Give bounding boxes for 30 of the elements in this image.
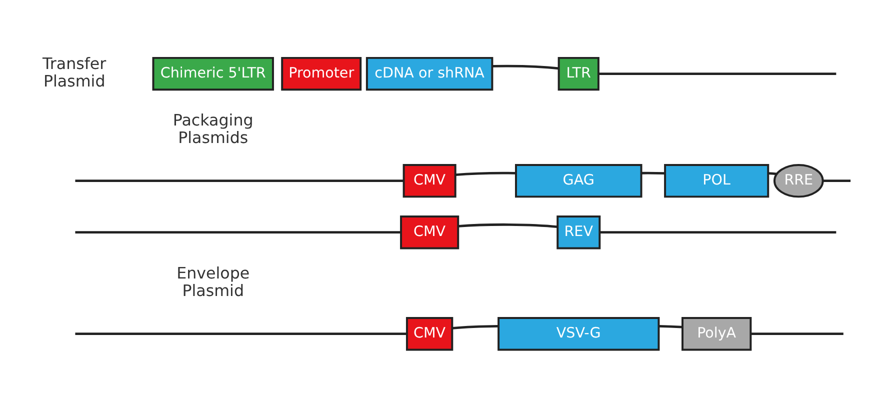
node-ellipse: RRE xyxy=(773,163,824,198)
connector xyxy=(458,222,558,228)
connector xyxy=(641,171,665,174)
node-box: Promoter xyxy=(281,56,362,90)
connector xyxy=(658,324,682,328)
connector xyxy=(768,172,777,175)
connector xyxy=(75,179,404,182)
node-box: CMV xyxy=(406,316,454,350)
connector xyxy=(452,324,498,329)
node-box: REV xyxy=(556,215,601,249)
label: Packaging Plasmids xyxy=(172,110,254,146)
node-box: GAG xyxy=(515,163,642,198)
node-box: CMV xyxy=(400,215,460,249)
connector xyxy=(598,72,836,74)
node-box: POL xyxy=(664,163,770,198)
node-box: VSV-G xyxy=(498,316,660,350)
connector xyxy=(600,230,836,234)
connector xyxy=(750,332,844,335)
connector xyxy=(75,332,407,335)
node-box: CMV xyxy=(402,163,456,198)
label: Envelope Plasmid xyxy=(176,262,250,300)
node-box: Chimeric 5'LTR xyxy=(152,56,274,90)
node-box: cDNA or shRNA xyxy=(366,56,494,90)
label: Transfer Plasmid xyxy=(42,54,106,90)
connector xyxy=(822,179,851,182)
connector xyxy=(492,64,559,70)
node-box: PolyA xyxy=(682,316,752,350)
connector xyxy=(75,230,401,234)
node-box: LTR xyxy=(558,56,600,90)
connector xyxy=(455,171,516,176)
